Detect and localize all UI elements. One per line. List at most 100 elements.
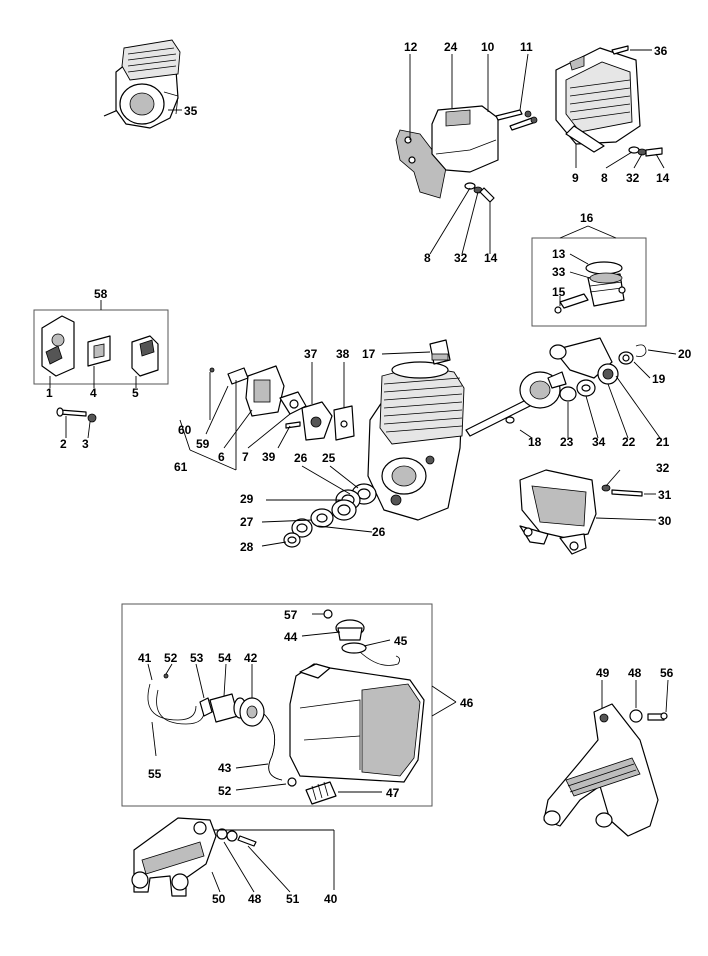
seals-bearings-25-29 xyxy=(261,465,377,548)
label-32-clutch: 32 xyxy=(656,461,670,475)
label-38: 38 xyxy=(336,347,350,361)
label-4: 4 xyxy=(90,386,97,400)
filter-54-hose-42-43 xyxy=(195,663,283,781)
label-31: 31 xyxy=(658,488,672,502)
label-54: 54 xyxy=(218,651,232,665)
label-23: 23 xyxy=(560,435,574,449)
label-39: 39 xyxy=(262,450,276,464)
label-53: 53 xyxy=(190,651,204,665)
label-61: 61 xyxy=(174,460,188,474)
label-49: 49 xyxy=(596,666,610,680)
bolt-31-washer-32 xyxy=(595,469,657,521)
label-48-harness: 48 xyxy=(628,666,642,680)
crankshaft-18 xyxy=(465,371,567,437)
label-19: 19 xyxy=(652,372,666,386)
label-18: 18 xyxy=(528,435,542,449)
label-7: 7 xyxy=(242,450,249,464)
label-50: 50 xyxy=(212,892,226,906)
label-15: 15 xyxy=(552,285,566,299)
label-5: 5 xyxy=(132,386,139,400)
connecting-rod-22 xyxy=(549,337,619,385)
label-36: 36 xyxy=(654,44,668,58)
muffler-plate-12 xyxy=(395,129,447,199)
label-48-bracket: 48 xyxy=(248,892,262,906)
label-20: 20 xyxy=(678,347,692,361)
label-45: 45 xyxy=(394,634,408,648)
label-37: 37 xyxy=(304,347,318,361)
bracket-50 xyxy=(131,817,217,897)
fastener-set-8-32-14-a xyxy=(464,182,495,203)
tank-cap-57-44-45 xyxy=(301,609,400,666)
label-14-shroud: 14 xyxy=(656,171,670,185)
clamp-52-filter-47 xyxy=(235,777,382,805)
label-6: 6 xyxy=(218,450,225,464)
label-26-top: 26 xyxy=(294,451,308,465)
label-17: 17 xyxy=(362,347,376,361)
label-9: 9 xyxy=(572,171,579,185)
label-8-shroud: 8 xyxy=(601,171,608,185)
label-10: 10 xyxy=(481,40,495,54)
label-40: 40 xyxy=(324,892,338,906)
label-43: 43 xyxy=(218,761,232,775)
spark-plug-17 xyxy=(381,339,451,365)
label-27: 27 xyxy=(240,515,254,529)
carburetor-group xyxy=(179,362,355,471)
label-33: 33 xyxy=(552,265,566,279)
washer-48-bolt-51 xyxy=(211,828,335,893)
label-21: 21 xyxy=(656,435,670,449)
label-16: 16 xyxy=(580,211,594,225)
label-3: 3 xyxy=(82,437,89,451)
label-52-top: 52 xyxy=(164,651,178,665)
fuel-lines-41-55 xyxy=(147,663,205,757)
muffler-screws-10-11 xyxy=(495,109,538,131)
label-25: 25 xyxy=(322,451,336,465)
label-56: 56 xyxy=(660,666,674,680)
label-24: 24 xyxy=(444,40,458,54)
label-35: 35 xyxy=(184,104,198,118)
label-44: 44 xyxy=(284,630,298,644)
label-32-shroud: 32 xyxy=(626,171,640,185)
bolt-2-nut-3 xyxy=(56,407,97,439)
harness-bracket-49 xyxy=(543,703,659,837)
label-11: 11 xyxy=(520,40,533,54)
label-32-muffler: 32 xyxy=(454,251,468,265)
label-41: 41 xyxy=(138,651,152,665)
label-47: 47 xyxy=(386,786,400,800)
label-34: 34 xyxy=(592,435,606,449)
label-28: 28 xyxy=(240,540,254,554)
washer-19-clip-20 xyxy=(618,344,647,365)
bearing-23-washer-34 xyxy=(559,379,596,402)
label-55: 55 xyxy=(148,767,162,781)
cylinder-crankcase xyxy=(367,361,465,521)
label-8-muffler: 8 xyxy=(424,251,431,265)
label-12: 12 xyxy=(404,40,418,54)
screw-36 xyxy=(611,45,629,55)
clutch-housing-30 xyxy=(519,469,597,555)
piston-kit-16 xyxy=(531,225,647,327)
washer-48-screw-56 xyxy=(601,679,669,723)
label-59: 59 xyxy=(196,437,210,451)
label-1: 1 xyxy=(46,386,53,400)
label-13: 13 xyxy=(552,247,566,261)
label-2: 2 xyxy=(60,437,67,451)
label-46: 46 xyxy=(460,696,474,710)
label-58: 58 xyxy=(94,287,108,301)
label-29: 29 xyxy=(240,492,254,506)
label-52-bottom: 52 xyxy=(218,784,232,798)
label-60: 60 xyxy=(178,423,192,437)
fuel-tank xyxy=(289,663,425,783)
label-22: 22 xyxy=(622,435,636,449)
fuel-tank-group-46 xyxy=(121,603,457,807)
rotor-kit-58 xyxy=(33,300,169,388)
label-51: 51 xyxy=(286,892,300,906)
label-26-bottom: 26 xyxy=(372,525,386,539)
part-number-labels: 35 12 24 10 11 36 9 8 32 14 8 32 14 16 1… xyxy=(46,40,692,906)
cylinder-shroud-9 xyxy=(555,47,641,153)
label-14-muffler: 14 xyxy=(484,251,498,265)
label-42: 42 xyxy=(244,651,258,665)
label-30: 30 xyxy=(658,514,672,528)
fastener-set-8-32-14-b xyxy=(628,146,663,157)
label-57: 57 xyxy=(284,608,298,622)
engine-assembly-35 xyxy=(103,39,182,129)
